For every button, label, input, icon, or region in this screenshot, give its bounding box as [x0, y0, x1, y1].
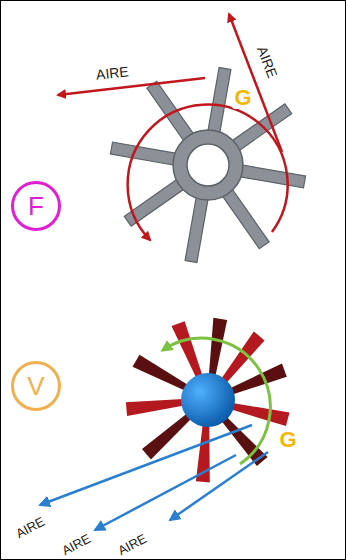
fan-hub [180, 137, 236, 193]
fan-hub [181, 373, 235, 427]
fan-blade [124, 178, 185, 226]
air-arrow [229, 14, 282, 152]
letter-circle: F [10, 180, 62, 232]
fan-blade [126, 397, 189, 416]
rotation-letter: G [232, 87, 253, 109]
rotation-arrow [128, 105, 288, 240]
air-label: AIRE [116, 531, 149, 557]
fan-blade [203, 318, 228, 381]
air-label: AIRE [14, 514, 47, 540]
air-arrow [170, 452, 268, 520]
fan-blade [221, 188, 269, 249]
fan-blades [110, 67, 305, 262]
fan-blades [126, 318, 290, 483]
fan-blade [208, 67, 231, 134]
air-arrow [40, 425, 252, 505]
rotation-arrow [163, 338, 270, 464]
fan-blade [110, 142, 177, 165]
rotation-letter: G [277, 429, 298, 451]
fan-blade [226, 396, 290, 426]
air-label: AIRE [95, 64, 129, 81]
air-arrow [95, 455, 236, 530]
fan-blade [147, 81, 195, 142]
node-letter: V [27, 373, 44, 399]
fan-blade [238, 165, 305, 188]
air-label: AIRE [60, 531, 93, 557]
node-letter: F [28, 193, 44, 219]
fan-blade [185, 195, 208, 262]
air-label: AIRE [255, 44, 280, 80]
air-arrow [58, 78, 205, 95]
letter-circle: V [10, 360, 62, 412]
fan-blade [196, 419, 215, 482]
